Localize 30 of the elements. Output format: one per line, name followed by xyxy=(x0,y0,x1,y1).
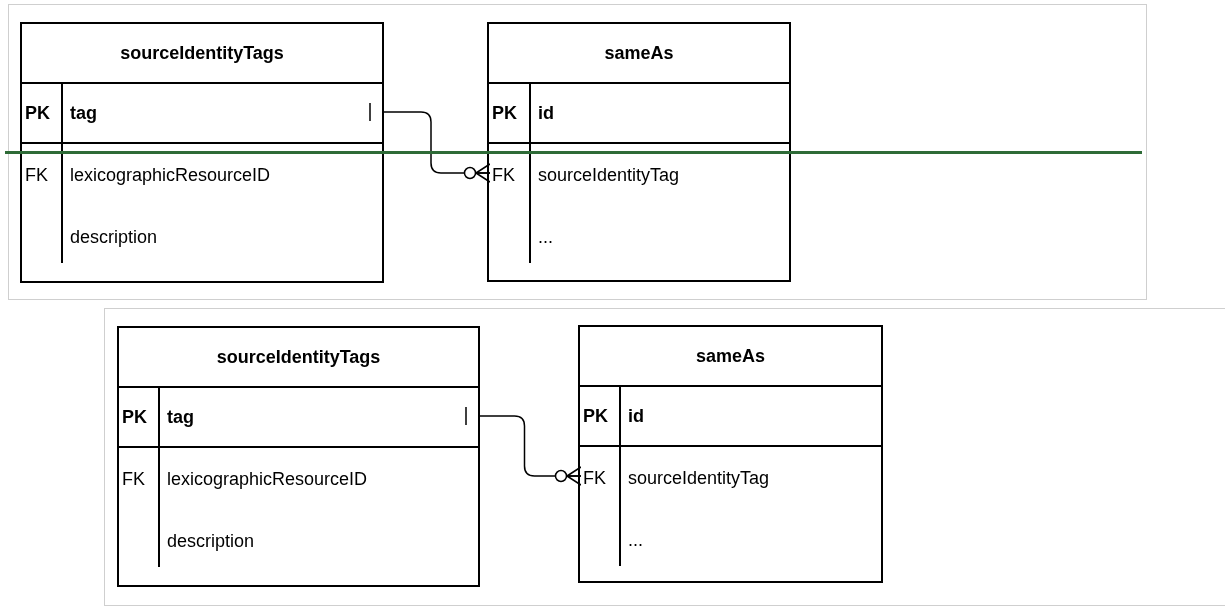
column-name: id xyxy=(537,102,554,124)
relationship-line xyxy=(369,102,491,183)
column-name: description xyxy=(166,530,255,552)
column-name: lexicographicResourceID xyxy=(69,164,271,186)
entity-table xyxy=(117,326,480,587)
key-label: PK xyxy=(582,405,608,427)
entity-table xyxy=(578,325,883,583)
relationship-line xyxy=(465,406,582,486)
key-label: PK xyxy=(121,406,147,428)
table-title: sameAs xyxy=(603,41,675,65)
column-name: sourceIdentityTag xyxy=(537,164,680,186)
table-title: sourceIdentityTags xyxy=(215,345,382,369)
key-label: PK xyxy=(491,102,517,124)
column-name: lexicographicResourceID xyxy=(166,468,368,490)
key-label: FK xyxy=(24,164,48,186)
key-label: FK xyxy=(491,164,515,186)
column-name: ... xyxy=(627,529,643,551)
column-name: tag xyxy=(166,406,194,428)
key-label: FK xyxy=(121,468,145,490)
column-name: sourceIdentityTag xyxy=(627,467,770,489)
column-name: ... xyxy=(537,226,553,248)
table-title: sameAs xyxy=(694,344,766,368)
key-label: FK xyxy=(582,467,606,489)
entity-table xyxy=(487,22,791,282)
table-title: sourceIdentityTags xyxy=(119,41,285,65)
column-name: description xyxy=(69,226,158,248)
column-name: id xyxy=(627,405,644,427)
column-name: tag xyxy=(69,102,97,124)
entity-table xyxy=(20,22,384,283)
key-label: PK xyxy=(24,102,50,124)
